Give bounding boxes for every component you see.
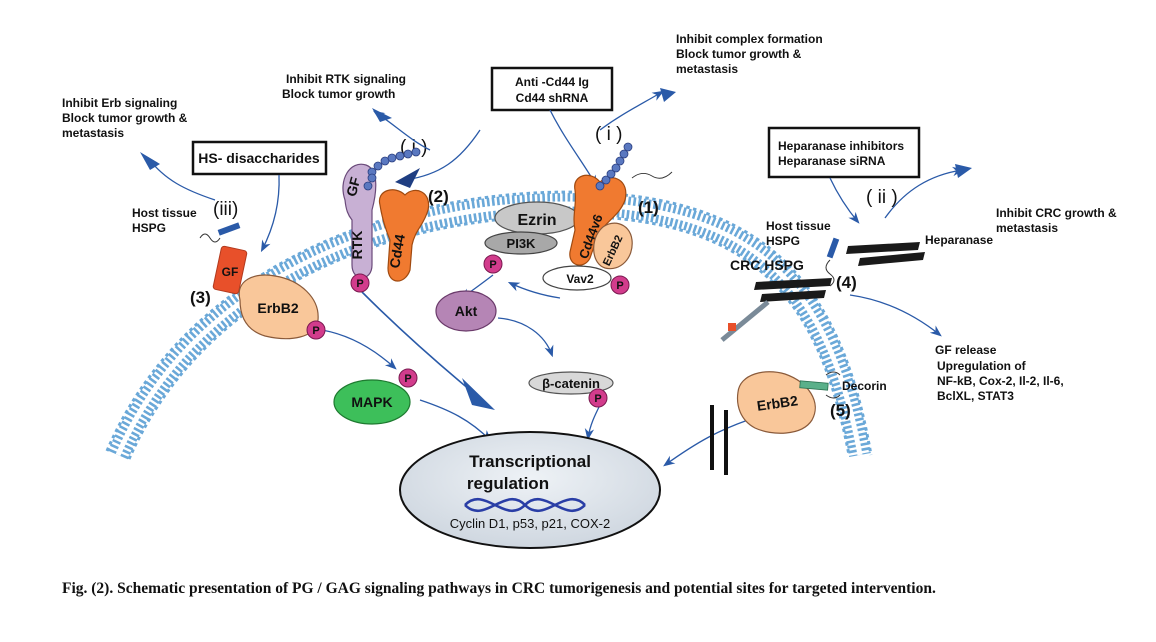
svg-text:Cd44: Cd44 [386,233,408,270]
label-ii: ( ii ) [866,187,898,208]
svg-text:Anti -Cd44 Ig: Anti -Cd44 Ig [515,75,589,89]
svg-text:HS- disaccharides: HS- disaccharides [198,150,320,166]
svg-text:metastasis: metastasis [996,221,1058,235]
figure-caption: Fig. (2). Schematic presentation of PG /… [62,580,936,597]
gf-release-text: GF release [935,343,997,357]
svg-text:P: P [616,280,623,292]
heparanase-bars [846,242,925,266]
beta-catenin: β-catenin [528,371,614,395]
p-beta-catenin: P [588,388,608,408]
svg-text:BclXL, STAT3: BclXL, STAT3 [937,389,1014,403]
erbb2-center: ErbB2 [593,222,633,270]
nucleus: Transcriptional regulation Cyclin D1, p5… [399,431,661,549]
svg-text:HSPG: HSPG [766,234,800,248]
svg-text:Heparanase siRNA: Heparanase siRNA [778,154,886,168]
hs-disaccharides-box: HS- disaccharides [191,140,328,176]
label-5: (5) [830,401,851,420]
mapk: MAPK [333,379,411,425]
svg-text:metastasis: metastasis [62,126,124,140]
p-rtk: P [350,273,370,293]
intervention-crc-text: Inhibit CRC growth & metastasis [996,206,1117,235]
svg-text:Block tumor growth &: Block tumor growth & [676,47,802,61]
inhibition-bars [710,405,728,475]
svg-text:P: P [594,393,601,405]
svg-text:Inhibit CRC growth &: Inhibit CRC growth & [996,206,1117,220]
svg-text:NF-kB, Cox-2, Il-2, Il-6,: NF-kB, Cox-2, Il-2, Il-6, [937,374,1064,388]
ezrin: Ezrin [494,201,580,235]
svg-text:Transcriptional: Transcriptional [469,452,591,471]
host-tissue-hspg-left: Host tissue HSPG [132,206,241,243]
p-pi3k: P [483,254,503,274]
intervention-rtk-text: Inhibit RTK signaling Block tumor growth [282,72,406,101]
svg-text:Vav2: Vav2 [566,272,594,286]
cd44-left: Cd44 [378,189,430,282]
label-3: (3) [190,288,211,307]
vav2: Vav2 [542,265,612,291]
large-arrows [140,88,972,410]
erbb2-right: ErbB2 [736,371,816,434]
erbb2-left: ErbB2 [238,274,319,340]
akt: Akt [435,290,497,332]
svg-text:ErbB2: ErbB2 [756,392,799,414]
gf-left: GF [212,245,248,295]
p-erbb2-left: P [306,320,326,340]
svg-text:ErbB2: ErbB2 [257,300,298,316]
svg-text:Cd44 shRNA: Cd44 shRNA [516,91,589,105]
svg-text:β-catenin: β-catenin [542,376,600,391]
svg-text:GF: GF [222,265,239,279]
label-iii: (iii) [213,199,238,220]
svg-text:P: P [312,325,319,337]
svg-text:Inhibit Erb signaling: Inhibit Erb signaling [62,96,177,110]
svg-text:Heparanase inhibitors: Heparanase inhibitors [778,139,904,153]
svg-text:Block tumor growth &: Block tumor growth & [62,111,188,125]
gag-chain-left [363,147,421,191]
intervention-erb-text: Inhibit Erb signaling Block tumor growth… [62,96,188,140]
decorin: Decorin [799,371,887,399]
p-center: P [610,275,630,295]
svg-text:regulation: regulation [467,474,549,493]
svg-text:HSPG: HSPG [132,221,166,235]
intervention-complex-text: Inhibit complex formation Block tumor gr… [676,32,823,76]
arrows [146,90,965,467]
svg-text:P: P [489,259,496,271]
crc-hspg-label: CRC HSPG [730,257,804,273]
gag-chain-right [595,142,633,191]
anti-cd44-box: Anti -Cd44 Ig Cd44 shRNA [490,66,614,112]
label-i-right: ( i ) [595,124,622,145]
svg-text:GF release: GF release [935,343,997,357]
svg-text:Block tumor growth: Block tumor growth [282,87,395,101]
label-1: (1) [638,198,659,217]
fiber-squiggle [631,171,673,179]
dna-helix [464,498,586,512]
label-4: (4) [836,273,857,292]
rtk-receptor: GF RTK [342,163,377,279]
svg-text:MAPK: MAPK [351,394,392,410]
p-mapk: P [398,368,418,388]
crc-hspg-bars [754,278,832,302]
svg-text:Ezrin: Ezrin [517,212,556,229]
crc-hspg-stem [720,300,770,342]
heparanase-label: Heparanase [925,233,993,247]
pi3k: PI3K [484,231,558,255]
svg-text:GF: GF [343,175,364,198]
svg-text:RTK: RTK [349,231,365,260]
svg-text:Inhibit complex formation: Inhibit complex formation [676,32,823,46]
upregulation-text: Upregulation of NF-kB, Cox-2, Il-2, Il-6… [937,359,1064,403]
svg-text:Akt: Akt [455,303,478,319]
svg-text:Host tissue: Host tissue [132,206,197,220]
svg-text:Cyclin D1, p53, p21, COX-2: Cyclin D1, p53, p21, COX-2 [450,516,610,531]
svg-text:Host tissue: Host tissue [766,219,831,233]
svg-text:Upregulation of: Upregulation of [937,359,1027,373]
svg-text:Inhibit RTK signaling: Inhibit RTK signaling [286,72,406,86]
heparanase-inhibitors-box: Heparanase inhibitors Heparanase siRNA [767,126,921,179]
svg-text:P: P [356,278,363,290]
svg-text:P: P [404,373,411,385]
decorin-label: Decorin [842,379,887,393]
svg-text:PI3K: PI3K [507,236,537,251]
host-tissue-hspg-right: Host tissue HSPG [766,219,840,287]
svg-text:metastasis: metastasis [676,62,738,76]
label-2: (2) [428,187,449,206]
